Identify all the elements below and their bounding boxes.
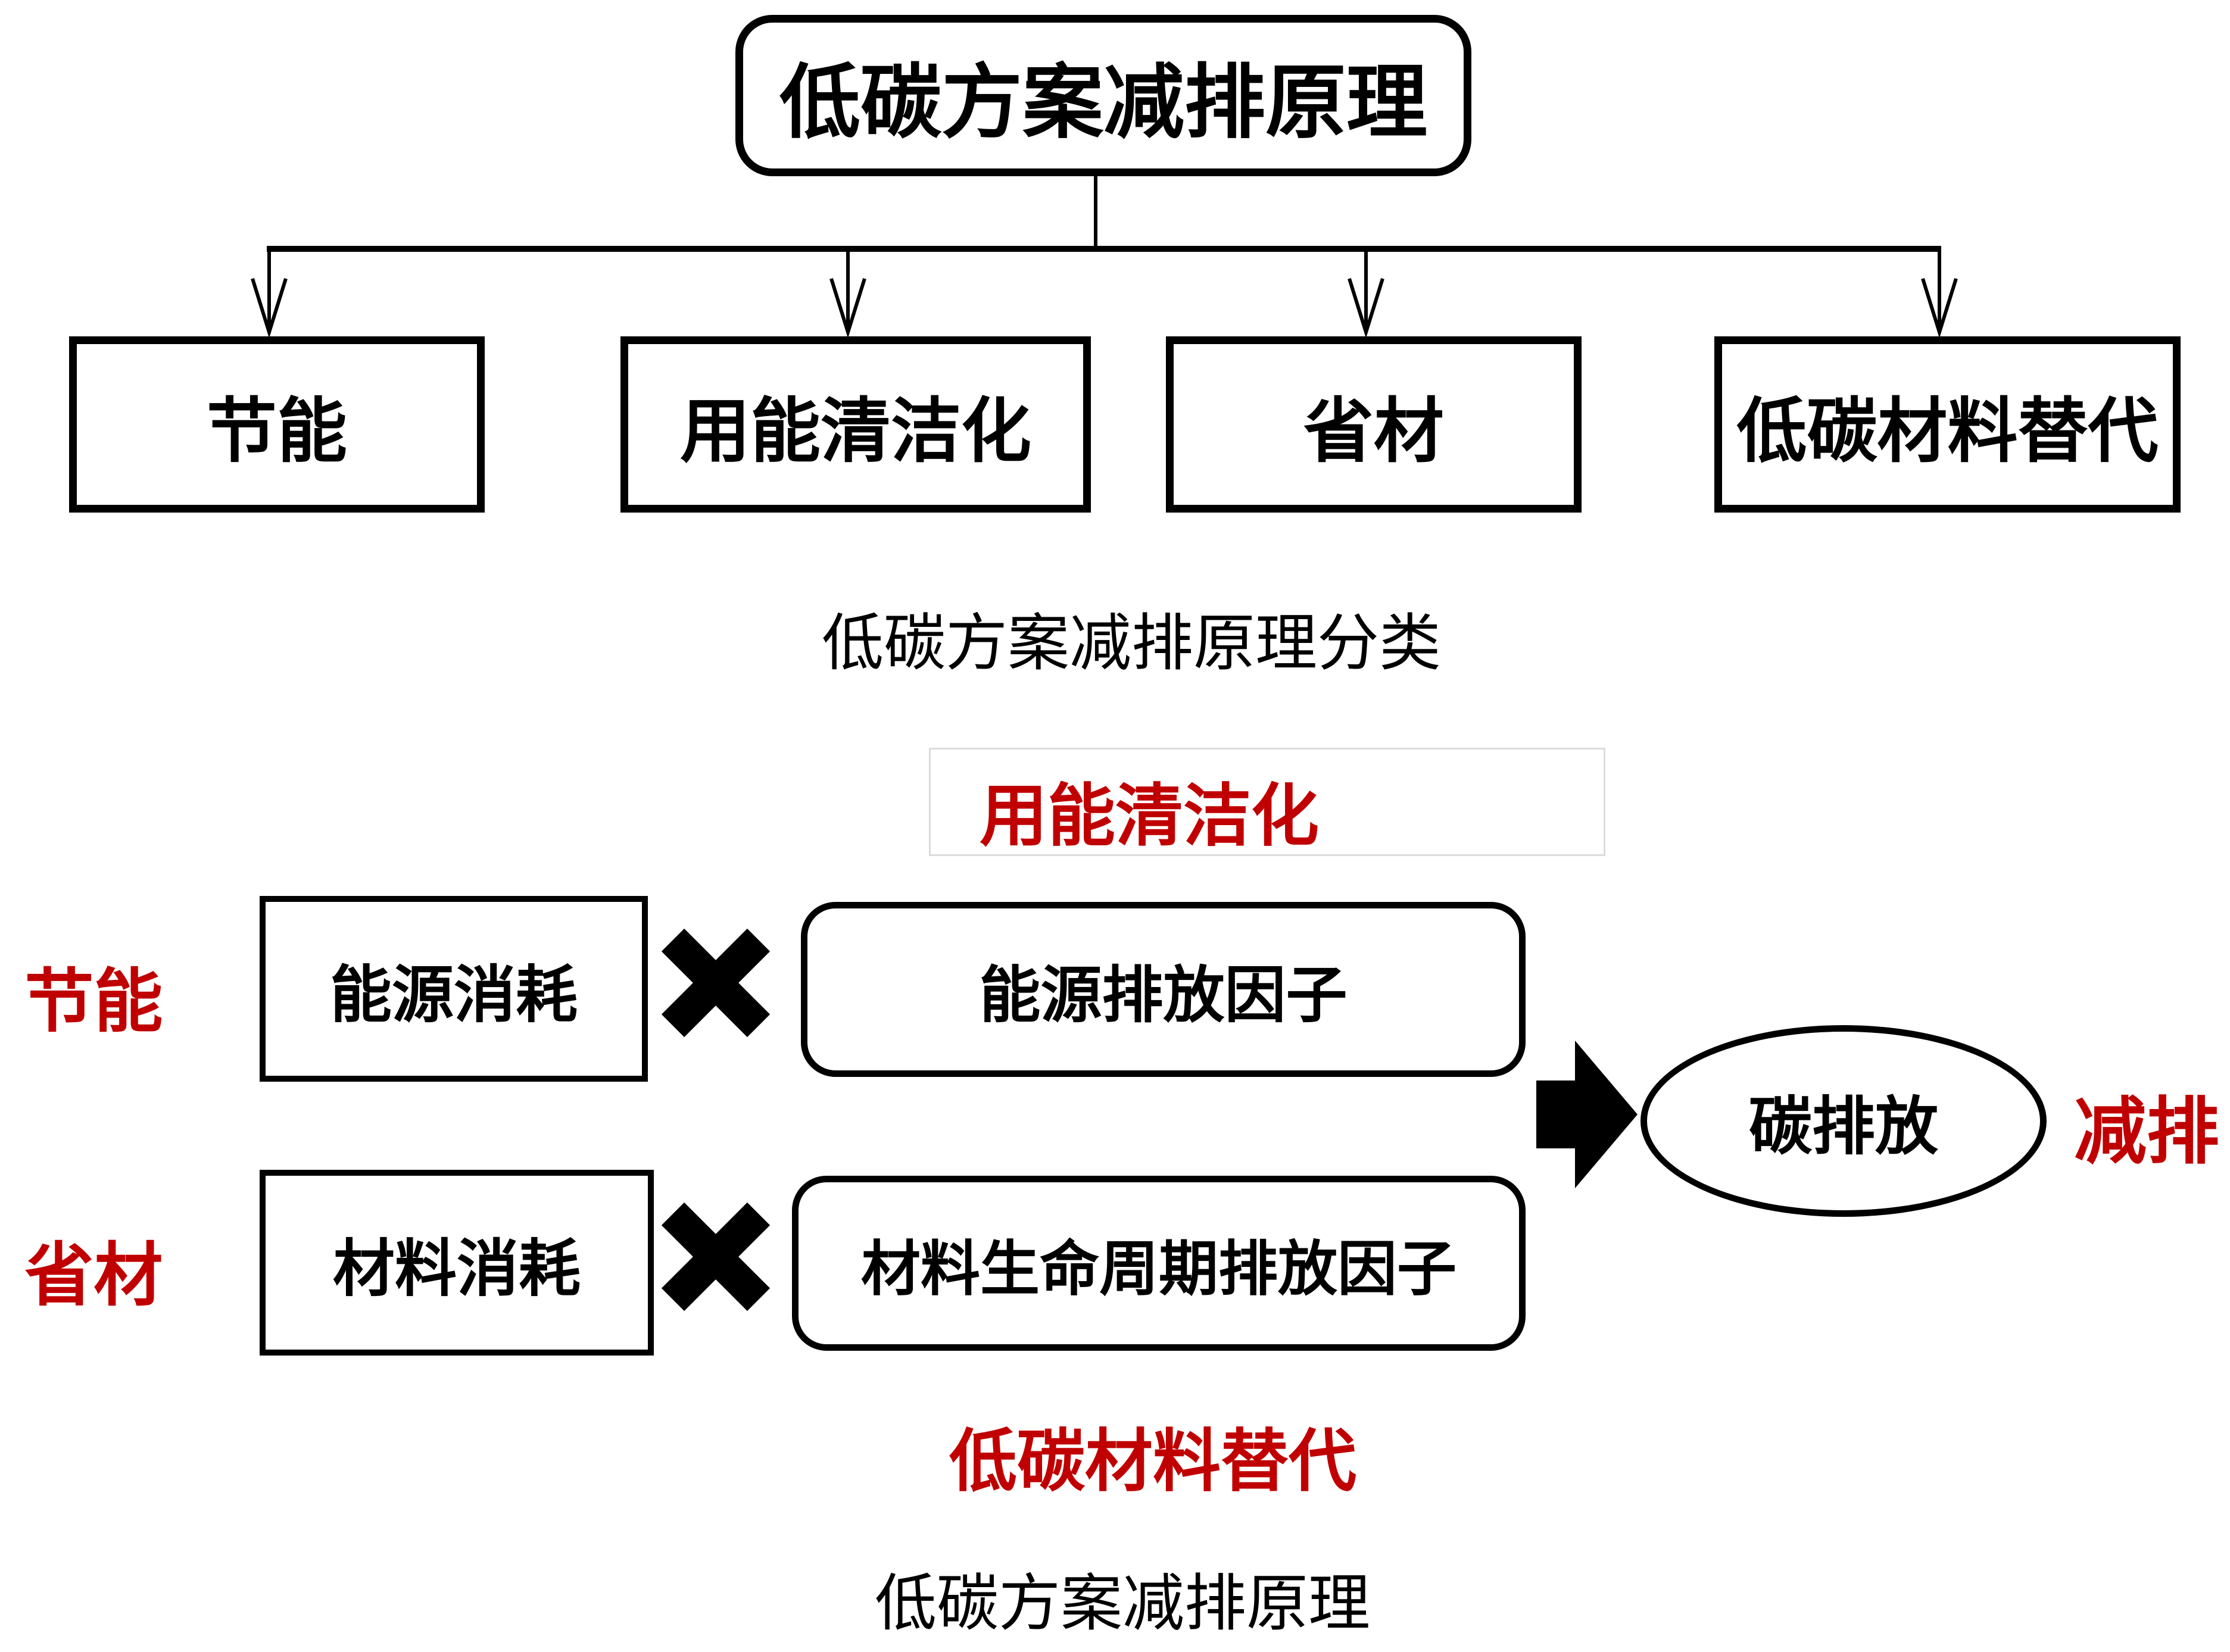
branch-label: 省材 [1303,392,1444,471]
big-right-arrow-icon [1536,1041,1638,1188]
top-diagram-caption: 低碳方案减排原理分类 [821,610,1441,678]
branch-node-energy-saving: 节能 [69,336,485,513]
material-lifecycle-factor-label: 材料生命周期排放因子 [861,1235,1456,1303]
carbon-emission-ellipse: 碳排放 [1640,1025,2047,1217]
energy-emission-factor-box: 能源排放因子 [801,902,1526,1077]
arrowhead-down-icon [1921,278,1958,339]
branch-label: 低碳材料替代 [1736,392,2159,471]
multiply-icon [661,928,771,1038]
energy-emission-factor-label: 能源排放因子 [979,960,1348,1029]
arrowhead-down-icon [1348,278,1384,339]
faint-highlight-box [929,748,1605,856]
energy-consumption-label: 能源消耗 [329,960,578,1030]
multiply-icon [661,1202,771,1311]
material-consumption-label: 材料消耗 [332,1234,581,1304]
energy-consumption-box: 能源消耗 [260,896,648,1082]
material-consumption-box: 材料消耗 [260,1170,654,1356]
arrowhead-down-icon [829,278,866,339]
clean-energy-label: 用能清洁化 [979,779,1319,854]
material-lifecycle-factor-box: 材料生命周期排放因子 [792,1176,1526,1351]
bottom-diagram-caption: 低碳方案减排原理 [874,1570,1370,1638]
root-node-label: 低碳方案减排原理 [779,57,1427,148]
branch-label: 节能 [206,392,347,471]
material-substitute-label: 低碳材料替代 [949,1424,1356,1500]
reduction-label: 减排 [2074,1091,2219,1172]
root-node: 低碳方案减排原理 [735,15,1471,176]
row2-side-label: 省材 [24,1236,163,1314]
branch-node-material-saving: 省材 [1166,336,1582,513]
arrowhead-down-icon [251,278,288,339]
row1-side-label: 节能 [24,963,163,1040]
branch-node-low-carbon-material: 低碳材料替代 [1714,336,2181,513]
carbon-emission-label: 碳排放 [1749,1092,1938,1162]
branch-label: 用能清洁化 [679,392,1031,471]
branch-node-clean-energy: 用能清洁化 [620,336,1091,513]
